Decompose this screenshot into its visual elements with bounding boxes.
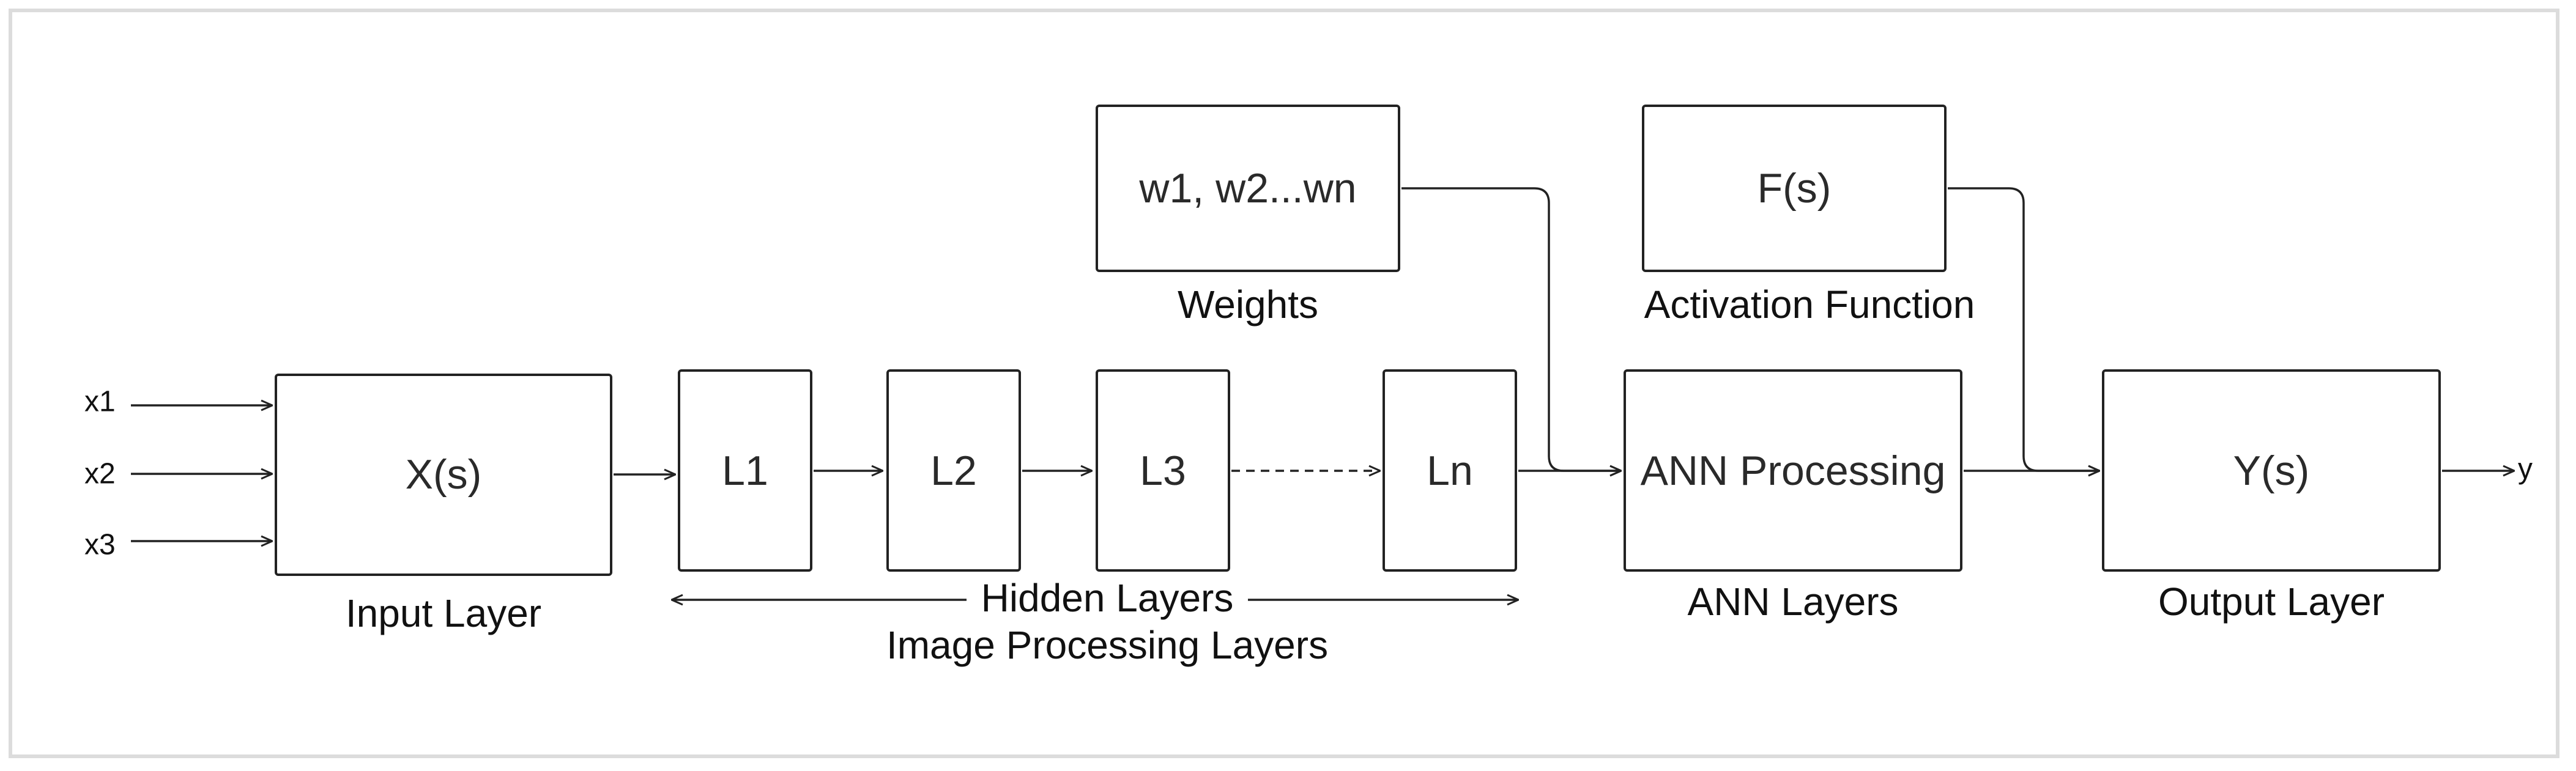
arrow-weights-to-ann (1401, 187, 1621, 471)
input-label-x2: x2 (84, 458, 116, 490)
hidden-layers-label-bg (967, 578, 1248, 622)
input-layer-box-label: X(s) (406, 451, 482, 498)
hidden-layer-box-l1 (678, 369, 812, 572)
output-layer-box-label: Y(s) (2233, 448, 2310, 494)
output-layer-caption: Output Layer (2158, 580, 2385, 624)
input-layer-box (275, 374, 612, 576)
hidden-layer-box-l3 (1096, 369, 1230, 572)
image-processing-layers-caption: Image Processing Layers (886, 623, 1328, 667)
weights-box (1096, 105, 1400, 272)
weights-box-label: w1, w2...wn (1138, 165, 1356, 212)
hidden-layer-label-l3: L3 (1140, 448, 1186, 494)
ann-layers-caption: ANN Layers (1688, 580, 1899, 624)
activation-function-box-label: F(s) (1758, 165, 1832, 212)
diagram-frame (9, 9, 2559, 758)
output-label-y: y (2518, 453, 2533, 485)
hidden-layers-block: L1 L2 L3 Ln Hidden Layers Image Processi… (672, 369, 1518, 667)
hidden-layer-box-l2 (886, 369, 1021, 572)
activation-function-box (1642, 105, 1947, 272)
output-layer-box (2102, 369, 2441, 572)
ann-processing-box (1624, 369, 1962, 572)
ann-processing-box-label: ANN Processing (1641, 448, 1946, 494)
output-layer-block: Y(s) Output Layer (2102, 369, 2441, 624)
input-label-x1: x1 (84, 386, 116, 418)
activation-function-block: F(s) Activation Function (1642, 105, 2099, 471)
hidden-layers-caption: Hidden Layers (981, 576, 1234, 620)
ann-processing-block: ANN Processing ANN Layers (1624, 369, 1962, 624)
input-label-x3: x3 (84, 529, 116, 561)
input-layer-caption: Input Layer (346, 591, 541, 635)
hidden-layer-box-ln (1383, 369, 1517, 572)
input-arrows: x1 x2 x3 (84, 386, 272, 561)
arrow-activation-to-output (1948, 187, 2099, 471)
input-layer-block: X(s) Input Layer (275, 374, 612, 635)
weights-caption: Weights (1178, 282, 1318, 326)
hidden-layer-label-ln: Ln (1427, 448, 1473, 494)
hidden-layer-label-l2: L2 (930, 448, 977, 494)
hidden-layer-label-l1: L1 (722, 448, 768, 494)
activation-function-caption: Activation Function (1644, 282, 1975, 326)
weights-block: w1, w2...wn Weights (1096, 105, 1621, 471)
